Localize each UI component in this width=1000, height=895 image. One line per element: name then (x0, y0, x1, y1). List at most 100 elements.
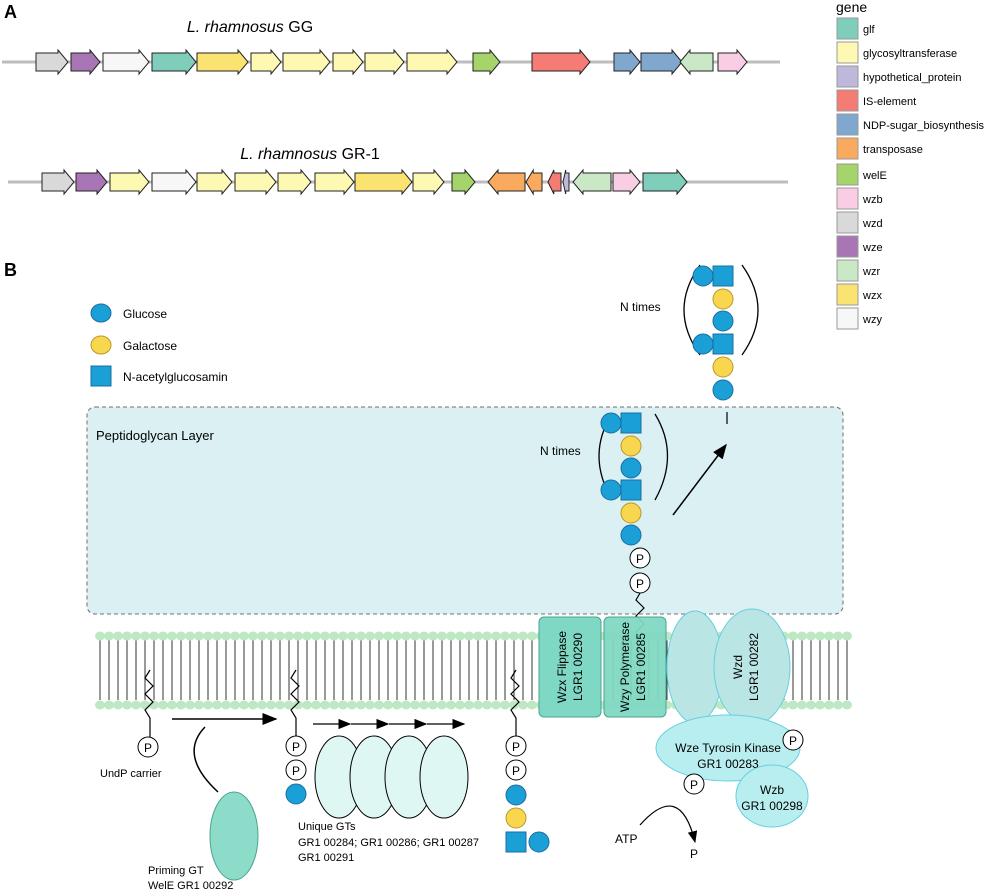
lipid-head (248, 700, 258, 710)
gene-arrow-wzr (679, 48, 714, 76)
sugar-legend: Glucose Galactose N-acetylglucosamin (90, 303, 228, 387)
lipid-head (788, 700, 798, 710)
priming-curve (193, 726, 219, 793)
undp-carrier: P UndP carrier (100, 669, 162, 780)
lipid-head (221, 700, 231, 710)
legend-swatch-IS-element (836, 89, 859, 112)
lipid-head (140, 700, 150, 710)
lipid-head (509, 631, 519, 641)
gene-arrow-glycosyltransferase (282, 48, 331, 76)
lipid-head (419, 700, 429, 710)
gene-arrow-wzx (196, 48, 249, 76)
wzy-polymerase: Wzy Polymerase LGR1 00285 (603, 616, 667, 718)
phosphate-label: P (636, 552, 644, 566)
legend-swatch-glycosyltransferase (836, 41, 859, 64)
lipid-head (410, 700, 420, 710)
lipid-head (365, 631, 375, 641)
gene-arrows-gg (35, 48, 748, 76)
legend-label-IS-element: IS-element (863, 96, 916, 108)
lipid-head (284, 631, 294, 641)
gene-arrow-glycosyltransferase (364, 48, 405, 76)
atp-phosphate (683, 773, 705, 795)
nag-unit (712, 265, 734, 287)
atp-phosphate-label: P (690, 778, 698, 792)
lipid-head (428, 631, 438, 641)
lipid-head (392, 631, 402, 641)
lipid-head (824, 700, 834, 710)
priming-gt-id: WelE GR1 00292 (148, 880, 233, 892)
glucose-legend-icon (90, 303, 112, 323)
lipid-head (320, 631, 330, 641)
glucose-unit (712, 310, 734, 332)
lipid-head (338, 700, 348, 710)
polymer-outer: N times (620, 264, 759, 424)
lipid-head (446, 631, 456, 641)
galactose-unit (620, 502, 642, 524)
gene-arrow-wzr (572, 168, 612, 196)
glucose-unit (600, 479, 622, 501)
wzb-id: GR1 00298 (741, 799, 803, 813)
gene-arrow-wzd (41, 168, 75, 196)
gene-arrow-IS-element (531, 48, 591, 76)
glucose-unit (692, 333, 714, 355)
lipid-head (527, 700, 537, 710)
p-released-label: P (690, 847, 698, 861)
lipid-head (257, 631, 267, 641)
legend-label-wzr: wzr (862, 266, 880, 278)
lipid-head (95, 700, 105, 710)
completed-repeat-unit: P P (505, 669, 550, 853)
peptidoglycan-layer (86, 406, 844, 615)
lipid-head (338, 631, 348, 641)
legend-label-wzb: wzb (862, 194, 883, 206)
cluster-gr1-genus: L. rhamnosus (240, 146, 337, 163)
lipid-head (833, 700, 843, 710)
lipid-head (806, 631, 816, 641)
legend-swatch-wzb (836, 187, 859, 210)
lipid-head (401, 700, 411, 710)
nag-unit (505, 831, 527, 853)
lipid-head (392, 700, 402, 710)
priming-gt-ellipse (209, 791, 259, 881)
gene-arrow-glycosyltransferase (234, 168, 277, 196)
nag-unit (712, 333, 734, 355)
phosphate-circle (285, 735, 307, 757)
lipid-head (401, 631, 411, 641)
wzy-box (603, 616, 667, 718)
lipid-head (491, 631, 501, 641)
wzb-name: Wzb (760, 783, 784, 797)
gene-arrow-glycosyltransferase (250, 48, 282, 76)
lipid-head (194, 631, 204, 641)
legend-swatch-wzr (836, 259, 859, 282)
lipid-head (473, 631, 483, 641)
lipid-tail (510, 669, 520, 737)
wze-kinase: Wze Tyrosin Kinase GR1 00283 P (655, 714, 804, 782)
bracket-right-outer (741, 264, 759, 356)
phosphate-circle (285, 759, 307, 781)
atp-label: ATP (615, 832, 637, 846)
bracket-right-inner (654, 413, 669, 501)
gene-arrow-wzb (612, 168, 641, 196)
legend-swatch-glf (836, 17, 859, 40)
lipid-head (329, 631, 339, 641)
legend-swatch-wze (836, 235, 859, 258)
gene-arrow-hypothetical_protein (562, 169, 570, 195)
lipid-head (437, 631, 447, 641)
lipid-head (158, 631, 168, 641)
lipid-head (788, 631, 798, 641)
lipid-head (455, 700, 465, 710)
phosphate-circle (505, 759, 527, 781)
galactose-legend-label: Galactose (123, 339, 177, 353)
wze-phosphate-label: P (789, 734, 797, 748)
lipid-head (185, 700, 195, 710)
lipid-head (167, 631, 177, 641)
gene-legend-title: gene (836, 0, 867, 15)
cluster-gg-genus: L. rhamnosus (187, 19, 284, 36)
atp-arrow (639, 805, 698, 844)
unique-gts-ids-2: GR1 00291 (298, 852, 354, 864)
nag-legend-icon (90, 365, 112, 387)
panel-b-label: B (4, 260, 17, 280)
lipid-head (176, 700, 186, 710)
galactose-legend-icon (90, 335, 112, 355)
lipid-head (212, 700, 222, 710)
